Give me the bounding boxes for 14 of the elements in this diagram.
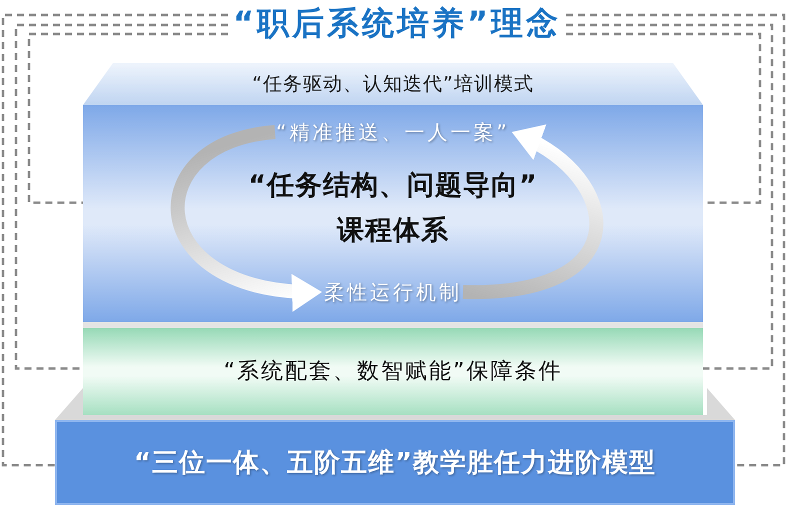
dashed-connector	[14, 24, 228, 370]
training-mode-layer: “任务驱动、认知迭代”培训模式	[83, 63, 703, 105]
concept-heading: “职后系统培养”理念	[228, 3, 566, 43]
curved-arrow	[462, 126, 603, 299]
dashed-connector	[2, 14, 228, 466]
dashed-connector	[566, 14, 786, 466]
curriculum-block	[83, 105, 703, 322]
dashed-connector	[28, 32, 228, 204]
cycle-label: “精准推送、一人一案”	[276, 118, 510, 146]
dashed-connector	[566, 24, 774, 370]
dashed-connector	[566, 32, 762, 204]
curved-arrow	[171, 125, 322, 310]
cycle-label: 柔性运行机制	[324, 278, 462, 306]
curriculum-title: “任务结构、问题导向”课程体系	[247, 169, 539, 248]
